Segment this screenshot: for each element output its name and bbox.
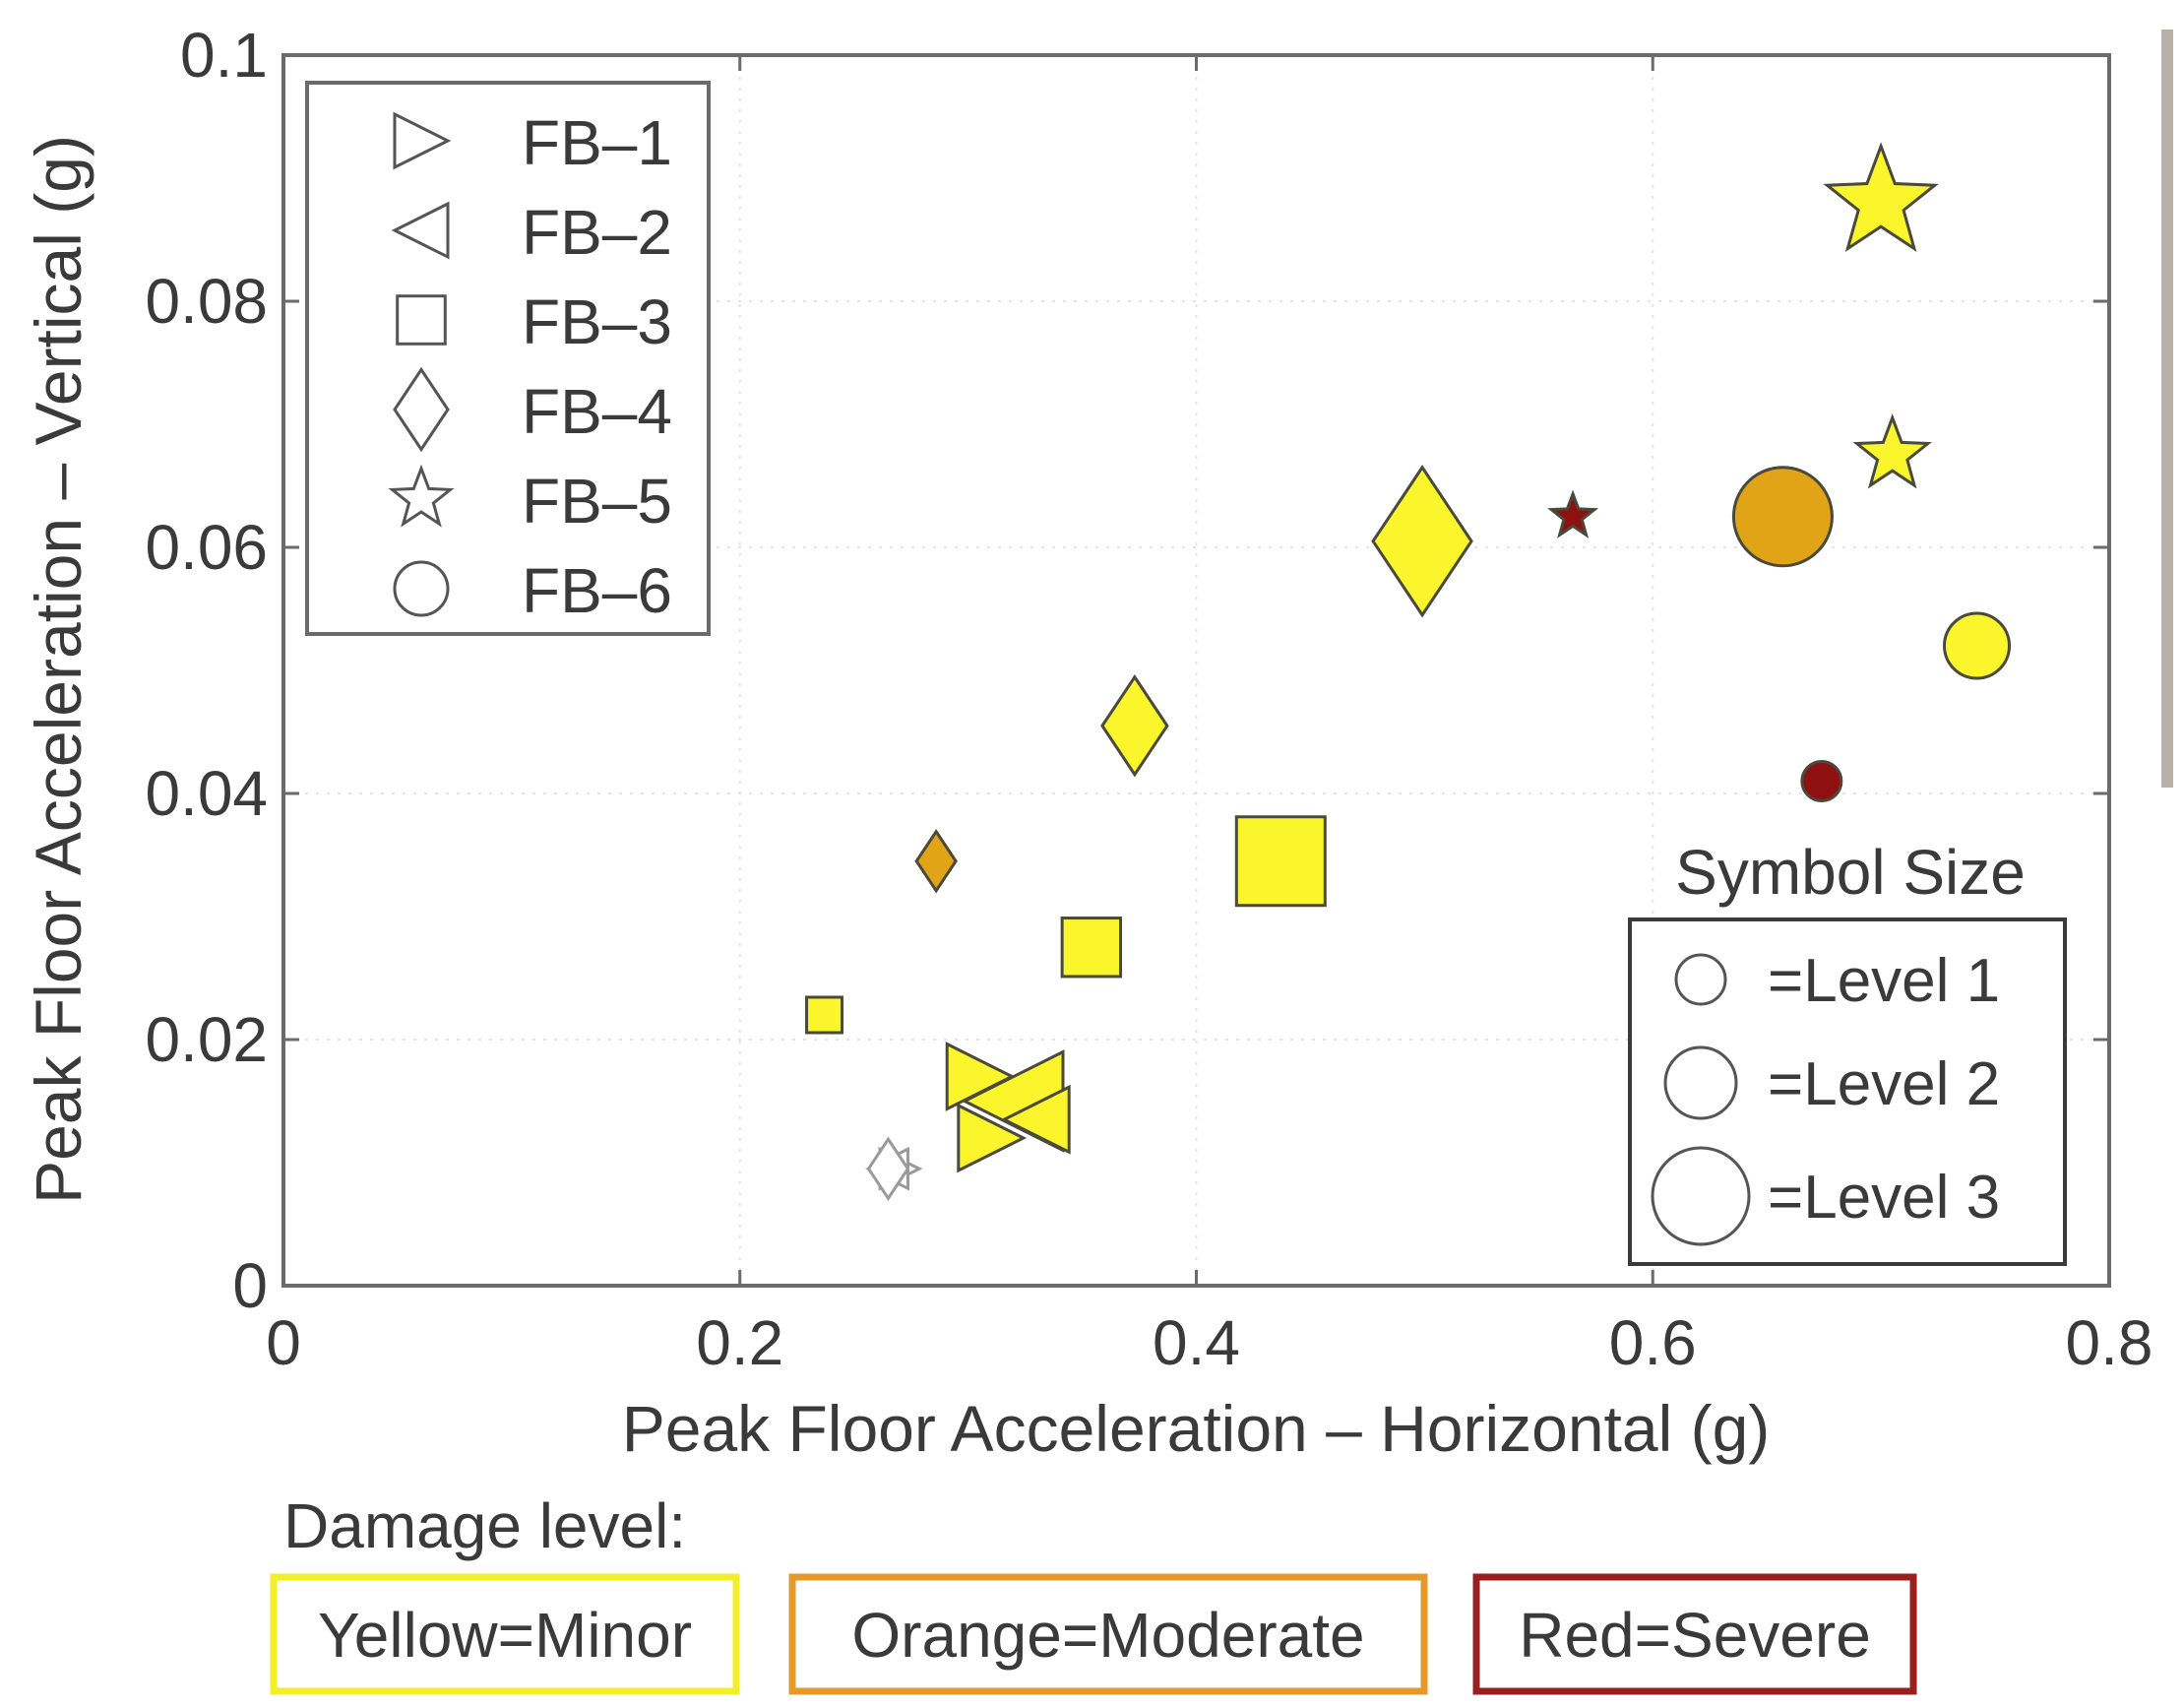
x-tick-label: 0.6 xyxy=(1609,1307,1697,1378)
x-tick-label: 0.2 xyxy=(696,1307,783,1378)
data-markers xyxy=(805,142,2012,1201)
damage-legend-box xyxy=(270,1573,740,1695)
legend-label: FB–3 xyxy=(522,286,672,357)
size-legend-label: =Level 3 xyxy=(1768,1164,2000,1232)
damage-legend-label: Orange=Moderate xyxy=(851,1600,1364,1671)
y-axis-label: Peak Floor Acceleration – Vertical (g) xyxy=(22,135,94,1204)
data-point-star xyxy=(1547,489,1599,538)
legend-star-icon xyxy=(388,464,455,528)
data-point-diamond xyxy=(914,829,958,894)
legend-square-icon xyxy=(396,294,447,346)
legend-label: FB–5 xyxy=(522,466,672,537)
legend-diamond-icon xyxy=(393,366,450,453)
data-point-star xyxy=(1823,142,1939,252)
damage-legend-box xyxy=(1472,1573,1917,1695)
damage-legend-label: Red=Severe xyxy=(1519,1600,1871,1671)
data-point-square xyxy=(1060,917,1123,979)
data-point-star xyxy=(1852,413,1932,489)
legend-triangle-right-icon xyxy=(393,111,452,170)
legend-triangle-left-icon xyxy=(391,201,450,260)
y-tick-label: 0.06 xyxy=(145,512,268,583)
damage-legend-label: Yellow=Minor xyxy=(318,1600,692,1671)
x-tick-label: 0.8 xyxy=(2066,1307,2153,1378)
legend-label: FB–6 xyxy=(522,555,672,626)
x-tick-label: 0 xyxy=(266,1307,301,1378)
data-point-diamond xyxy=(1371,465,1473,618)
legend-label: FB–1 xyxy=(522,107,672,178)
data-point-diamond xyxy=(866,1136,910,1201)
data-point-diamond xyxy=(1100,674,1169,778)
size-level-3-icon xyxy=(1651,1146,1751,1246)
y-tick-label: 0 xyxy=(232,1250,268,1321)
data-point-square xyxy=(805,995,844,1035)
legend-label: FB–4 xyxy=(522,376,672,447)
y-tick-label: 0.08 xyxy=(145,266,268,337)
axis-ticks: 0 0.2 0.4 0.6 0.8 0 0.02 0.04 0.06 0.08 0.1 xyxy=(145,20,2153,1378)
legend-label: FB–2 xyxy=(522,197,672,268)
data-point-triangle-right xyxy=(957,1103,1028,1173)
symbol-size-legend: Symbol Size =Level 1 =Level 2 =Level 3 xyxy=(1628,837,2067,1266)
size-legend-label: =Level 2 xyxy=(1768,1050,2000,1118)
size-level-1-icon xyxy=(1674,953,1727,1006)
damage-legend-title: Damage level: xyxy=(283,1490,686,1561)
x-tick-label: 0.4 xyxy=(1153,1307,1240,1378)
data-point-triangle-left xyxy=(1000,1084,1071,1155)
data-point-circle xyxy=(1943,611,2012,680)
data-point-circle xyxy=(1731,466,1834,568)
x-axis-label: Peak Floor Acceleration – Horizontal (g) xyxy=(622,1392,1771,1465)
damage-legend-box xyxy=(788,1573,1428,1695)
y-tick-label: 0.1 xyxy=(180,20,268,91)
damage-level-legend: Damage level: Yellow=Minor Orange=Moderate… xyxy=(270,1490,1917,1695)
series-legend-box xyxy=(305,81,711,636)
data-point-circle xyxy=(1800,760,1843,802)
legend-circle-icon xyxy=(393,560,450,617)
series-legend: FB–1FB–2FB–3FB–4FB–5FB–6 xyxy=(305,81,711,636)
data-point-square xyxy=(1234,815,1327,908)
size-legend-label: =Level 1 xyxy=(1768,947,2000,1015)
side-scroll-strip xyxy=(2161,30,2173,788)
size-legend-title: Symbol Size xyxy=(1675,837,2026,908)
y-tick-label: 0.04 xyxy=(145,758,268,829)
y-tick-label: 0.02 xyxy=(145,1004,268,1075)
size-level-2-icon xyxy=(1663,1045,1738,1120)
